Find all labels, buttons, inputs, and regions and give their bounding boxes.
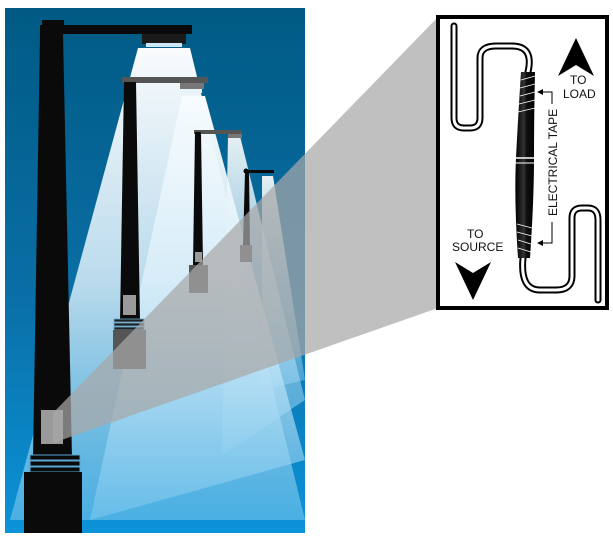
callout-projection [53,17,438,443]
arrow-down-icon [455,262,491,300]
pole-arm [244,170,274,173]
lamp-lens [182,89,202,93]
streetlight-pole-1 [24,20,192,533]
tape-wraps-bottom [516,223,533,253]
arrow-up-icon [558,38,594,76]
pole-arm [40,25,192,34]
pole-base [24,472,82,533]
pole-cap [42,20,64,28]
tape-leader-bottom [540,222,553,244]
base-bolts [29,454,81,473]
lamp-lens [146,43,182,47]
pole-shaft [120,82,140,322]
splice-icon [515,72,536,258]
splice-detail-box: ELECTRICAL TAPE TO LOAD TO SOURCE [436,15,609,310]
pole-shaft [193,132,203,265]
pole-shaft [33,34,72,458]
handhole-cover [195,252,202,262]
to-load-line-2: LOAD [563,87,596,101]
pole-arm [194,130,242,134]
to-source-line-1: TO [467,227,483,241]
to-source-line-2: SOURCE [452,240,503,254]
electrical-tape-label: ELECTRICAL TAPE [546,109,560,216]
to-load-line-1: TO [570,73,586,87]
pole-arm [122,77,208,83]
tape-wraps-top [517,75,536,113]
lamp-head [142,34,186,44]
handhole-cover [123,295,136,315]
tape-leader-top [540,91,553,104]
lamp-head [180,83,204,89]
lamp-head [228,134,242,138]
